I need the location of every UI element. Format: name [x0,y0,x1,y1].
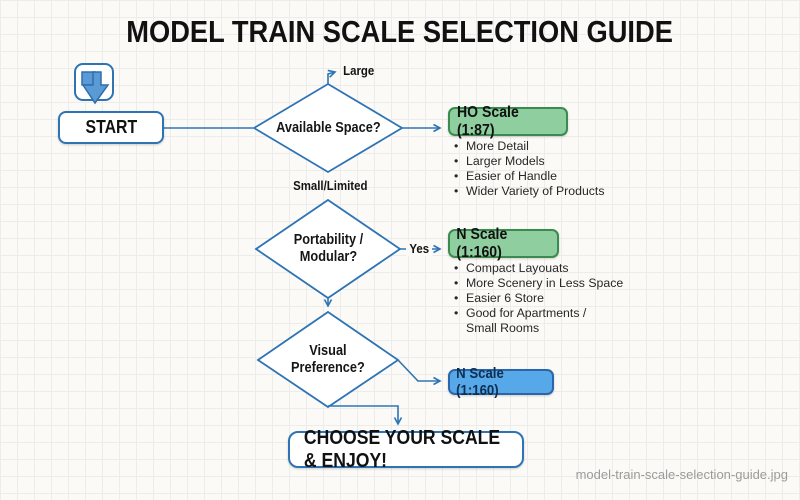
connector-to-end [328,405,403,426]
decision-portability-modular-label: Portability / Modular? [293,232,363,265]
branch-label-yes: Yes [406,241,433,256]
list-item: Good for Apartments / Small Rooms [453,306,623,336]
start-node: START [58,111,164,144]
list-item: Larger Models [453,154,605,169]
list-item: More Scenery in Less Space [453,276,623,291]
ho-scale-benefits-list: More Detail Larger Models Easier of Hand… [453,139,605,199]
download-arrow-icon [72,61,118,118]
branch-label-small-limited: Small/Limited [292,178,368,193]
watermark-filename: model-train-scale-selection-guide.jpg [575,467,788,482]
outcome-n-scale: N Scale (1:160) [448,226,559,261]
outcome-n-scale-blue: N Scale (1:160) [448,365,554,399]
branch-label-large: Large [343,63,375,78]
outcome-ho-scale: HO Scale (1:87) [448,104,568,139]
page-title: MODEL TRAIN SCALE SELECTION GUIDE [126,14,674,49]
list-item: Compact Layouats [453,261,623,276]
connector-large-branch [327,69,337,84]
list-item: Easier of Handle [453,169,605,184]
connector-to-n-scale-blue [397,359,442,386]
list-item: More Detail [453,139,605,154]
decision-available-space-label: Available Space? [275,120,381,136]
end-node: CHOOSE YOUR SCALE & ENJOY! [288,427,524,472]
decision-visual-preference-label: Visual Preference? [291,343,365,376]
list-item: Easier 6 Store [453,291,623,306]
n-scale-benefits-list: Compact Layouats More Scenery in Less Sp… [453,261,623,336]
list-item: Wider Variety of Products [453,184,605,199]
